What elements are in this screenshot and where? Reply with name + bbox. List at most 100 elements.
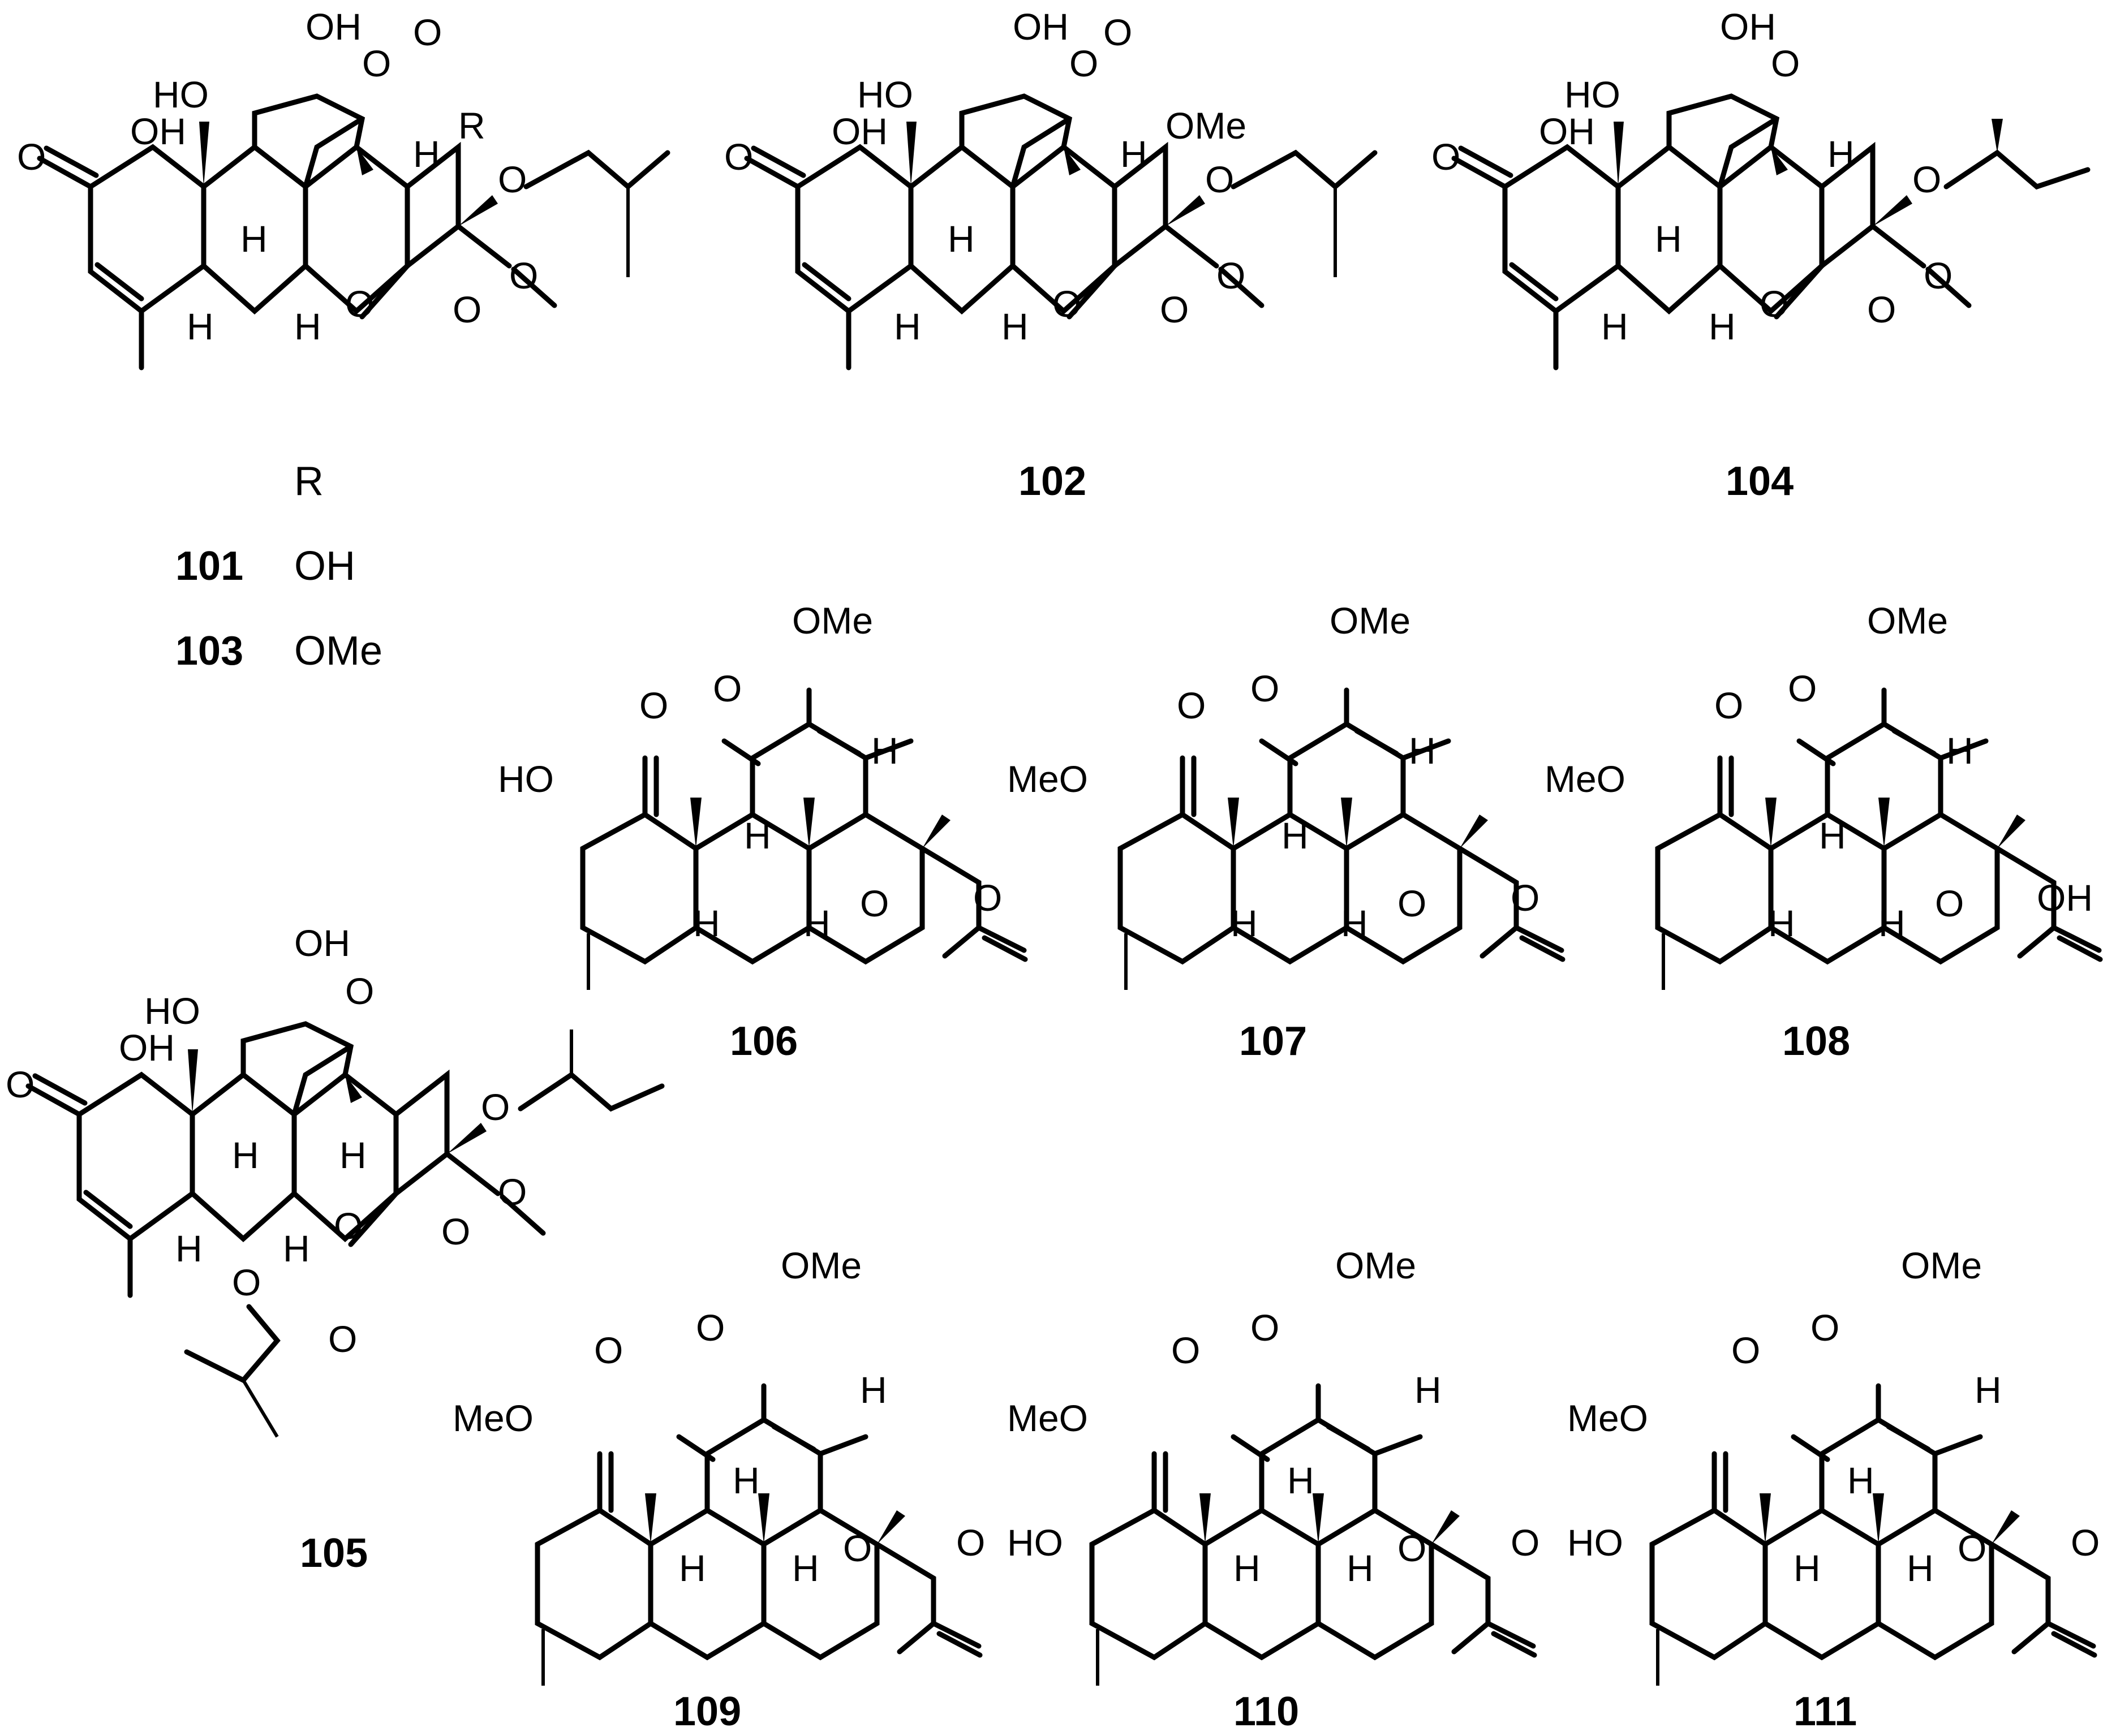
atom-h: H <box>1281 815 1309 856</box>
structure-108: OMe O O MeO H H H H O OH <box>1545 600 2100 990</box>
atom-o: O <box>1771 42 1800 84</box>
atom-h: H <box>1409 730 1436 772</box>
structure-104: OH HO OH O O H H H H O O O O <box>1431 6 2091 368</box>
compound-label-110: 110 <box>1233 1689 1299 1734</box>
atom-o: O <box>6 1063 35 1105</box>
atom-ome: OMe <box>1867 600 1948 641</box>
structure-101-103: OH HO OH O O O R H H H H O O O O <box>17 6 670 368</box>
compound-label-105: 105 <box>300 1531 368 1576</box>
atom-oh: OH <box>306 6 362 48</box>
atom-o: O <box>1069 42 1098 84</box>
structure-105: OH HO OH O O H H H H O O O O O O <box>6 922 665 1438</box>
atom-o: O <box>1160 288 1189 330</box>
atom-h: H <box>1946 730 1973 772</box>
atom-h: H <box>1347 1547 1374 1589</box>
atom-h: H <box>240 218 268 260</box>
atom-o: O <box>413 11 442 53</box>
atom-o: O <box>1760 283 1788 325</box>
compound-label-109: 109 <box>673 1689 741 1734</box>
atom-h: H <box>1341 902 1368 944</box>
atom-ome: OMe <box>1330 600 1410 641</box>
atom-o: O <box>956 1522 985 1563</box>
atom-h: H <box>1001 305 1029 347</box>
atom-h: H <box>1287 1459 1314 1501</box>
atom-h: H <box>744 815 771 856</box>
atom-o: O <box>1250 667 1279 709</box>
atom-h: H <box>1709 305 1736 347</box>
atom-h: H <box>339 1134 367 1176</box>
atom-h: H <box>283 1227 310 1269</box>
atom-o: O <box>843 1527 872 1569</box>
atom-o: O <box>509 255 538 296</box>
atom-o: O <box>1431 136 1460 178</box>
atom-h: H <box>1847 1459 1874 1501</box>
atom-h: H <box>693 902 720 944</box>
atom-oh: OH <box>832 110 888 152</box>
atom-o: O <box>1171 1329 1200 1371</box>
r-value-101: OH <box>294 544 355 589</box>
compound-label-101: 101 <box>175 544 243 589</box>
atom-o: O <box>973 877 1002 919</box>
atom-h: H <box>1655 218 1682 260</box>
atom-h: H <box>1794 1547 1821 1589</box>
atom-o: O <box>1867 288 1896 330</box>
atom-o: O <box>1103 11 1132 53</box>
atom-oh: OH <box>2037 877 2093 919</box>
atom-o: O <box>17 136 46 178</box>
atom-o: O <box>1714 684 1743 726</box>
atom-o: O <box>2071 1522 2100 1563</box>
atom-ho: HO <box>153 74 209 115</box>
atom-o: O <box>1810 1307 1839 1349</box>
atom-h: H <box>792 1547 819 1589</box>
atom-o: O <box>1788 667 1817 709</box>
atom-o: O <box>498 1171 527 1213</box>
atom-ho: HO <box>144 990 200 1032</box>
atom-meo: MeO <box>1567 1397 1648 1439</box>
atom-ome: OMe <box>1165 105 1246 147</box>
atom-h: H <box>413 133 440 175</box>
structure-110: OMe O O MeO HO H H H H O O <box>1007 1244 1539 1686</box>
atom-h: H <box>1233 1547 1261 1589</box>
structure-107: OMe O O MeO H H H H O O <box>1007 600 1563 990</box>
atom-meo: MeO <box>453 1397 534 1439</box>
atom-meo: MeO <box>1545 758 1625 800</box>
atom-oh: OH <box>1720 6 1776 48</box>
structure-109: OMe O O MeO H H H H O O <box>453 1244 985 1686</box>
atom-h: H <box>1907 1547 1934 1589</box>
atom-h: H <box>1414 1369 1442 1411</box>
atom-o: O <box>1250 1307 1279 1349</box>
atom-h: H <box>679 1547 706 1589</box>
atom-o: O <box>1216 255 1245 296</box>
atom-o: O <box>1052 283 1081 325</box>
atom-meo: MeO <box>1007 758 1088 800</box>
atom-o: O <box>713 667 742 709</box>
atom-h: H <box>294 305 321 347</box>
atom-o: O <box>1511 1522 1539 1563</box>
compound-label-103: 103 <box>175 628 243 674</box>
atom-o: O <box>441 1211 470 1252</box>
atom-o: O <box>1958 1527 1986 1569</box>
compound-label-111: 111 <box>1794 1689 1857 1734</box>
atom-oh: OH <box>294 922 350 964</box>
atom-o: O <box>453 288 481 330</box>
atom-ome: OMe <box>792 600 873 641</box>
atom-h: H <box>803 902 831 944</box>
atom-h: H <box>860 1369 887 1411</box>
compound-label-102: 102 <box>1018 459 1086 504</box>
atom-o: O <box>1511 877 1539 919</box>
structure-102: OH HO OH O O O OMe H H H H O O O O <box>724 6 1378 368</box>
atom-o: O <box>1177 684 1206 726</box>
atom-oh: OH <box>119 1027 175 1069</box>
structure-111: OMe O O MeO HO H H H H O O <box>1567 1244 2100 1686</box>
atom-o: O <box>724 136 753 178</box>
atom-o: O <box>362 42 391 84</box>
atom-meo: MeO <box>1007 1397 1088 1439</box>
atom-h: H <box>232 1134 259 1176</box>
atom-h: H <box>1120 133 1147 175</box>
structure-106: OMe O O HO H H H H O O <box>498 600 1025 990</box>
atom-o: O <box>1935 882 1964 924</box>
atom-o: O <box>1205 158 1234 200</box>
atom-r: R <box>458 105 485 147</box>
atom-o: O <box>1397 1527 1426 1569</box>
atom-o: O <box>1397 882 1426 924</box>
